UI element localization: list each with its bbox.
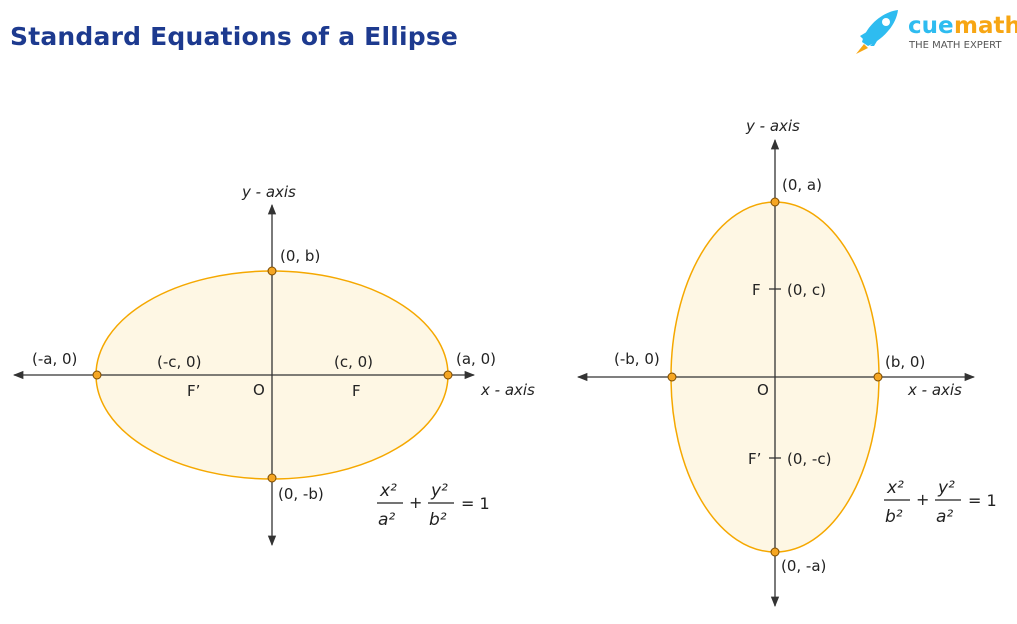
vertex-left	[92, 370, 102, 380]
left-label: (-a, 0)	[32, 350, 77, 368]
eq-den1: a²	[378, 510, 395, 530]
rocket-icon	[856, 10, 898, 54]
logo-cue: cue	[908, 13, 954, 39]
top-label: (0, b)	[280, 247, 320, 265]
left-label: (-b, 0)	[614, 350, 660, 368]
eq-rhs: = 1	[968, 491, 997, 510]
right-label: (b, 0)	[885, 353, 925, 371]
top-label: (0, a)	[782, 176, 822, 194]
eq-den2: a²	[936, 507, 953, 527]
origin-label: O	[253, 381, 265, 399]
vertex-bottom	[770, 547, 780, 557]
horizontal-equation: x² a² + y² b² = 1	[377, 481, 490, 530]
focus-top-coord: (0, c)	[787, 281, 826, 299]
page-title: Standard Equations of a Ellipse	[10, 22, 459, 51]
x-axis-label: x - axis	[907, 381, 962, 399]
logo-tagline: THE MATH EXPERT	[908, 40, 1002, 51]
focus-top-name: F	[752, 281, 761, 299]
eq-num2: y²	[937, 478, 955, 498]
focus-bottom-coord: (0, -c)	[787, 450, 831, 468]
y-axis-label: y - axis	[745, 117, 800, 135]
cuemath-logo: cue math THE MATH EXPERT	[856, 10, 1017, 54]
eq-num1: x²	[886, 478, 904, 498]
focus-right-name: F	[352, 382, 361, 400]
vertex-top	[267, 266, 277, 276]
horizontal-ellipse-diagram: y - axis x - axis O (0, b) (0, -b) (-a, …	[12, 183, 535, 547]
logo-math: math	[954, 13, 1017, 39]
focus-left-coord: (-c, 0)	[157, 353, 201, 371]
origin-label: O	[757, 381, 769, 399]
vertex-right	[873, 372, 883, 382]
vertex-left	[667, 372, 677, 382]
focus-right-coord: (c, 0)	[334, 353, 373, 371]
vertex-top	[770, 197, 780, 207]
eq-den1: b²	[885, 507, 903, 527]
vertex-right	[443, 370, 453, 380]
eq-plus: +	[916, 490, 929, 509]
focus-left-name: F’	[187, 382, 200, 400]
vertical-equation: x² b² + y² a² = 1	[884, 478, 997, 527]
right-label: (a, 0)	[456, 350, 496, 368]
eq-plus: +	[409, 493, 422, 512]
eq-num2: y²	[430, 481, 448, 501]
x-axis-label: x - axis	[480, 381, 535, 399]
vertical-ellipse-diagram: y - axis x - axis O (0, a) (0, -a) (-b, …	[576, 117, 997, 608]
eq-den2: b²	[429, 510, 447, 530]
eq-num1: x²	[379, 481, 397, 501]
focus-bottom-name: F’	[748, 450, 761, 468]
y-axis-label: y - axis	[241, 183, 296, 201]
bottom-label: (0, -a)	[781, 557, 826, 575]
vertex-bottom	[267, 473, 277, 483]
eq-rhs: = 1	[461, 494, 490, 513]
bottom-label: (0, -b)	[278, 485, 324, 503]
